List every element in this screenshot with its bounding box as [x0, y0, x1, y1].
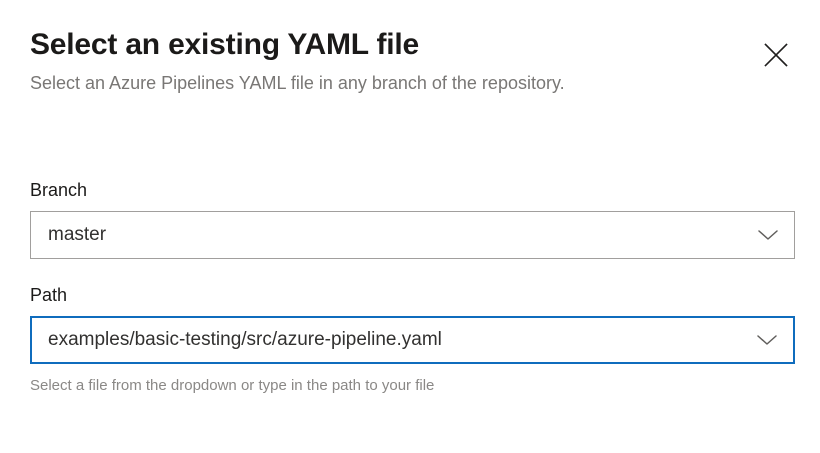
- branch-input[interactable]: master: [48, 224, 107, 245]
- branch-label: Branch: [30, 180, 88, 200]
- page-title: Select an existing YAML file: [30, 28, 419, 61]
- path-input[interactable]: examples/basic-testing/src/azure-pipelin…: [48, 329, 442, 350]
- dialog-subtitle: Select an Azure Pipelines YAML file in a…: [30, 73, 565, 93]
- branch-combobox[interactable]: master: [30, 211, 795, 259]
- path-field-group: Path examples/basic-testing/src/azure-pi…: [30, 283, 795, 396]
- close-button[interactable]: [754, 33, 798, 77]
- close-icon: [763, 42, 789, 68]
- path-dropdown-toggle[interactable]: [741, 318, 793, 362]
- path-label: Path: [30, 285, 68, 305]
- dialog-header: Select an existing YAML file Select an A…: [30, 26, 730, 96]
- chevron-down-icon: [757, 228, 779, 242]
- branch-field-group: Branch master: [30, 178, 795, 259]
- chevron-down-icon: [756, 333, 778, 347]
- path-combobox[interactable]: examples/basic-testing/src/azure-pipelin…: [30, 316, 795, 364]
- path-help-text: Select a file from the dropdown or type …: [30, 377, 435, 394]
- yaml-file-form: Branch master Path examples/basic-testin…: [30, 178, 795, 396]
- branch-dropdown-toggle[interactable]: [742, 212, 794, 258]
